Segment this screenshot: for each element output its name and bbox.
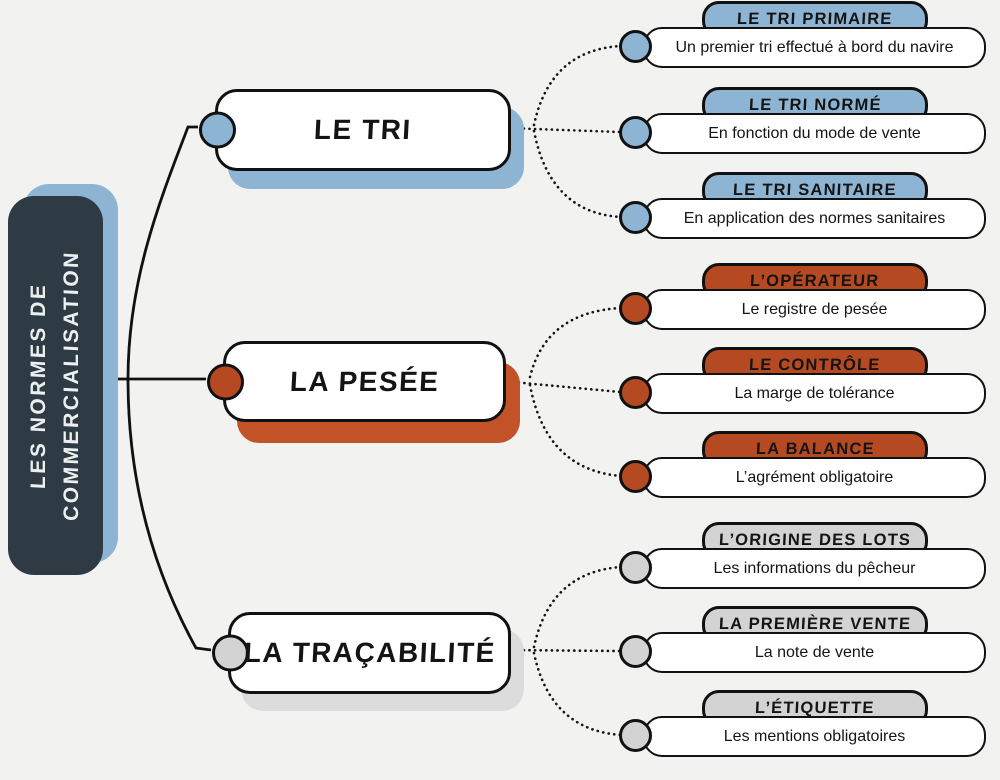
subnode-tri-primaire: LE TRI PRIMAIRE Un premier tri effectué … bbox=[619, 1, 986, 91]
connector-pesee-controle bbox=[500, 379, 622, 394]
subnode-tri-norme-desc: En fonction du mode de vente bbox=[708, 124, 921, 142]
subnode-tri-sanitaire-desc: En application des normes sanitaires bbox=[683, 209, 946, 227]
root-title-line1: LES NORMES DE bbox=[26, 281, 50, 490]
subnode-premiere-vente-dot-icon bbox=[619, 634, 652, 668]
subnode-controle-desc: La marge de tolérance bbox=[734, 384, 895, 402]
connector-root-bracket bbox=[126, 125, 212, 652]
subnode-controle: LE CONTRÔLE La marge de tolérance bbox=[619, 347, 986, 437]
subnode-origine-lots-body: Les informations du pêcheur bbox=[643, 548, 986, 589]
subnode-balance: LA BALANCE L’agrément obligatoire bbox=[619, 431, 986, 521]
branch-le-tri: LE TRI bbox=[199, 89, 511, 171]
subnode-tri-sanitaire-body: En application des normes sanitaires bbox=[643, 198, 986, 239]
subnode-controle-body: La marge de tolérance bbox=[643, 373, 986, 414]
subnode-tri-primaire-desc: Un premier tri effectué à bord du navire bbox=[675, 38, 954, 56]
subnode-etiquette-dot-icon bbox=[619, 718, 652, 752]
subnode-balance-body: L’agrément obligatoire bbox=[643, 457, 986, 498]
subnode-balance-dot-icon bbox=[619, 459, 652, 493]
subnode-origine-lots-desc: Les informations du pêcheur bbox=[713, 559, 916, 577]
subnode-tri-sanitaire: LE TRI SANITAIRE En application des norm… bbox=[619, 172, 986, 262]
connector-pesee-operateur bbox=[528, 306, 623, 379]
subnode-etiquette: L’ÉTIQUETTE Les mentions obligatoires bbox=[619, 690, 986, 780]
branch-la-pesee-dot-icon bbox=[207, 363, 244, 400]
subnode-premiere-vente: LA PREMIÈRE VENTE La note de vente bbox=[619, 606, 986, 696]
subnode-balance-desc: L’agrément obligatoire bbox=[735, 468, 894, 486]
subnode-origine-lots-dot-icon bbox=[619, 550, 652, 584]
mindmap-canvas: LES NORMES DE COMMERCIALISATION LE TRI L… bbox=[8, 1, 986, 757]
subnode-controle-dot-icon bbox=[619, 375, 652, 409]
root-title-line2: COMMERCIALISATION bbox=[59, 249, 83, 522]
branch-la-tracabilite-dot-icon bbox=[212, 634, 249, 672]
connector-pesee-balance bbox=[528, 383, 623, 478]
connector-tri-primaire bbox=[532, 44, 623, 127]
subnode-origine-lots: L’ORIGINE DES LOTS Les informations du p… bbox=[619, 522, 986, 612]
subnode-tri-primaire-body: Un premier tri effectué à bord du navire bbox=[643, 27, 986, 68]
branch-le-tri-label: LE TRI bbox=[313, 114, 413, 145]
branch-la-pesee: LA PESÉE bbox=[207, 341, 506, 422]
subnode-tri-norme: LE TRI NORMÉ En fonction du mode de vent… bbox=[619, 87, 986, 177]
connector-traca-etiquette bbox=[532, 651, 623, 737]
subnode-premiere-vente-desc: La note de vente bbox=[754, 643, 875, 661]
branch-la-pesee-label: LA PESÉE bbox=[288, 365, 441, 397]
subnode-operateur-desc: Le registre de pesée bbox=[741, 300, 888, 318]
subnode-tri-sanitaire-dot-icon bbox=[619, 200, 652, 234]
subnode-operateur-body: Le registre de pesée bbox=[643, 289, 986, 330]
connector-traca-vente bbox=[505, 648, 622, 653]
connector-tri-norme bbox=[505, 126, 622, 134]
subnode-operateur: L’OPÉRATEUR Le registre de pesée bbox=[619, 263, 986, 353]
branch-la-tracabilite: LA TRAÇABILITÉ bbox=[212, 612, 511, 694]
root-title: LES NORMES DE COMMERCIALISATION bbox=[20, 200, 92, 572]
subnode-operateur-dot-icon bbox=[619, 291, 652, 325]
subnode-etiquette-desc: Les mentions obligatoires bbox=[723, 727, 906, 745]
branch-la-tracabilite-label: LA TRAÇABILITÉ bbox=[242, 637, 497, 668]
branch-le-tri-dot-icon bbox=[199, 111, 236, 149]
root-node: LES NORMES DE COMMERCIALISATION bbox=[8, 196, 103, 575]
connector-traca-origine bbox=[532, 565, 623, 649]
connector-tri-sanitaire bbox=[532, 129, 623, 219]
subnode-etiquette-body: Les mentions obligatoires bbox=[643, 716, 986, 757]
subnode-premiere-vente-body: La note de vente bbox=[643, 632, 986, 673]
subnode-tri-norme-dot-icon bbox=[619, 115, 652, 149]
subnode-tri-norme-body: En fonction du mode de vente bbox=[643, 113, 986, 154]
subnode-tri-primaire-dot-icon bbox=[619, 29, 652, 63]
